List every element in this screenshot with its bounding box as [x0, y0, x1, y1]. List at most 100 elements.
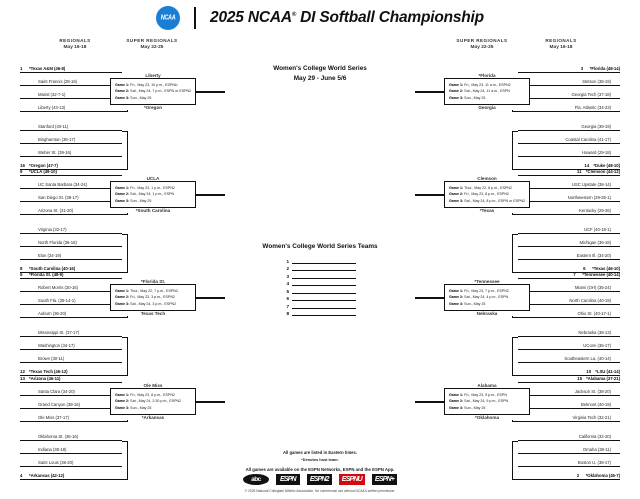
bracket-team[interactable]: North Florida (36-18): [20, 234, 122, 247]
team-seed: 15: [577, 376, 583, 382]
game-schedule-row: Game 2: Sat., May 24, 2:30 p.m., ESPN2: [115, 398, 191, 404]
bracket-team-seeded[interactable]: 12*Texas Tech (46-12): [20, 363, 122, 376]
bracket-team[interactable]: UC Santa Barbara (34-24): [20, 176, 122, 189]
bracket-team[interactable]: Brown (30-11): [20, 350, 122, 363]
super-regional-top-team[interactable]: Clemson: [445, 176, 529, 181]
bracket-team[interactable]: Howard (29-18): [518, 144, 620, 157]
super-regional-top-team[interactable]: Alabama: [445, 383, 529, 388]
bracket-team[interactable]: Georgia (39-19): [518, 118, 620, 131]
team-line: [20, 174, 122, 176]
bracket-team[interactable]: Washington (34-17): [20, 337, 122, 350]
bracket-team[interactable]: Liberty (43-13): [20, 99, 122, 112]
bracket-team[interactable]: Belmont (40-19): [518, 396, 620, 409]
bracket-team-seeded[interactable]: 3*Florida (48-14): [518, 60, 620, 73]
network-logo-espn: ESPN: [275, 474, 300, 485]
team-name: Robert Morris (30-16): [38, 285, 79, 291]
round-name: SUPER REGIONALS: [126, 38, 178, 43]
bracket-team[interactable]: Northwestern (29-25-1): [518, 189, 620, 202]
bracket-team[interactable]: Kentucky (29-26): [518, 202, 620, 215]
team-name: UCF (40-18-1): [583, 227, 611, 233]
bracket-team[interactable]: Nebraska (38-13): [518, 324, 620, 337]
bracket-team[interactable]: Fla. Atlantic (34-23): [518, 99, 620, 112]
team-seed: 2: [576, 473, 580, 479]
bracket-team-seeded[interactable]: 13*Arizona (46-11): [20, 370, 122, 383]
bracket-team[interactable]: Oklahoma St. (36-16): [20, 428, 122, 441]
bracket-team[interactable]: Grand Canyon (38-16): [20, 396, 122, 409]
bracket-team[interactable]: Miami (OH) (35-24): [518, 279, 620, 292]
team-seed: 6: [583, 266, 586, 272]
bracket-team-seeded[interactable]: 7*Tennessee (40-14): [518, 266, 620, 279]
bracket-team[interactable]: Robert Morris (30-16): [20, 279, 122, 292]
bracket-team[interactable]: Georgia Tech (37-18): [518, 86, 620, 99]
bracket-team-seeded[interactable]: 8*South Carolina (40-16): [20, 260, 122, 273]
bracket-team[interactable]: Virginia Tech (32-21): [518, 409, 620, 422]
bracket-team[interactable]: San Diego St. (38-17): [20, 189, 122, 202]
team-name: UC Santa Barbara (34-24): [38, 182, 87, 188]
super-regional-bottom-team[interactable]: *South Carolina: [111, 207, 195, 213]
bracket-team-seeded[interactable]: 4*Arkansas (42-12): [20, 467, 122, 480]
bracket-team[interactable]: Santa Clara (34-20): [20, 383, 122, 396]
bracket-team[interactable]: Arizona St. (31-20): [20, 202, 122, 215]
super-regional-top-team[interactable]: *Florida: [445, 73, 529, 78]
super-regional-bottom-team[interactable]: *Oregon: [111, 104, 195, 110]
bracket-team[interactable]: Boston U. (38-17): [518, 454, 620, 467]
bracket-team[interactable]: Weber St. (39-16): [20, 144, 122, 157]
bracket-team[interactable]: Auburn (36-20): [20, 305, 122, 318]
super-regional-top-team[interactable]: *Tennessee: [445, 279, 529, 284]
super-regional-bottom-team[interactable]: Nebraska: [445, 310, 529, 316]
bracket-team-seeded[interactable]: 6 *Texas (46-10): [518, 260, 620, 273]
bracket-team[interactable]: UConn (36-17): [518, 337, 620, 350]
super-regional-bottom-team[interactable]: *Texas: [445, 207, 529, 213]
regional-pod: 9*UCLA (49-10) UC Santa Barbara (34-24)Sa…: [20, 163, 128, 215]
team-line: [20, 407, 122, 409]
super-regional-top-team[interactable]: UCLA: [111, 176, 195, 181]
bracket-team-seeded[interactable]: 11*Clemson (44-12): [518, 163, 620, 176]
bracket-team[interactable]: Jackson St. (38-20): [518, 383, 620, 396]
team-name: *Texas (46-10): [592, 266, 620, 272]
bracket-team-seeded[interactable]: 10*LSU (41-14): [518, 363, 620, 376]
bracket-team[interactable]: Elon (34-19): [20, 247, 122, 260]
bracket-team-seeded[interactable]: 16*Oregon (47-7): [20, 157, 122, 170]
bracket-team-seeded[interactable]: 5*Florida St. (48-9): [20, 266, 122, 279]
bracket-team[interactable]: Saint Louis (36-20): [20, 454, 122, 467]
super-regional-bottom-team[interactable]: Georgia: [445, 104, 529, 110]
bracket-team[interactable]: Stetson (38-19): [518, 73, 620, 86]
super-regional-advance-line: [195, 91, 225, 93]
bracket-team[interactable]: Binghamton (38-17): [20, 131, 122, 144]
bracket-team[interactable]: North Carolina (40-19): [518, 292, 620, 305]
super-regional-bottom-team[interactable]: Texas Tech: [111, 310, 195, 316]
bracket-team-seeded[interactable]: 9*UCLA (49-10): [20, 163, 122, 176]
team-line: [518, 84, 620, 86]
game-detail: Sat., May 24, 7 p.m., ESPN or ESPN2: [129, 89, 192, 94]
bracket-team-seeded[interactable]: 1*Texas A&M (46-8): [20, 60, 122, 73]
super-regional-bottom-team[interactable]: *Oklahoma: [445, 414, 529, 420]
bracket-team-seeded[interactable]: 14*Duke (48-10): [518, 157, 620, 170]
bracket-team[interactable]: Saint Francis (28-16): [20, 73, 122, 86]
super-regional-top-team[interactable]: Liberty: [111, 73, 195, 78]
bracket-team[interactable]: Indiana (38-18): [20, 441, 122, 454]
bracket-team[interactable]: California (32-20): [518, 428, 620, 441]
bracket-team-seeded[interactable]: 15*Alabama (37-21): [518, 370, 620, 383]
wcws-slot-number: 3: [286, 273, 289, 279]
bracket-team[interactable]: Stanford (40-11): [20, 118, 122, 131]
super-regional-top-team[interactable]: *Florida St.: [111, 279, 195, 284]
bracket-team[interactable]: Eastern Ill. (34-20): [518, 247, 620, 260]
team-name: Boston U. (38-17): [577, 460, 611, 466]
bracket-team[interactable]: South Fla. (39-14-1): [20, 292, 122, 305]
game-detail: Sat., May 24, 1 p.m., ESPN: [129, 192, 175, 197]
bracket-team[interactable]: Ohio St. (40-17-1): [518, 305, 620, 318]
bracket-team[interactable]: Mississippi St. (37-17): [20, 324, 122, 337]
bracket-team[interactable]: USC Upstate (38-14): [518, 176, 620, 189]
bracket-team[interactable]: UCF (40-18-1): [518, 221, 620, 234]
bracket-team[interactable]: Omaha (38-11): [518, 441, 620, 454]
bracket-team[interactable]: Marist (42-7-1): [20, 86, 122, 99]
bracket-team[interactable]: Virginia (32-17): [20, 221, 122, 234]
super-regional-bottom-team[interactable]: *Arkansas: [111, 414, 195, 420]
bracket-team[interactable]: Ole Miss (37-17): [20, 409, 122, 422]
bracket-team[interactable]: Michigan (36-18): [518, 234, 620, 247]
bracket-team[interactable]: Coastal Carolina (41-17): [518, 131, 620, 144]
bracket-team[interactable]: Southeastern La. (40-14): [518, 350, 620, 363]
team-name: Northwestern (29-25-1): [567, 195, 611, 201]
bracket-team-seeded[interactable]: 2*Oklahoma (45-7): [518, 467, 620, 480]
super-regional-top-team[interactable]: Ole Miss: [111, 383, 195, 388]
